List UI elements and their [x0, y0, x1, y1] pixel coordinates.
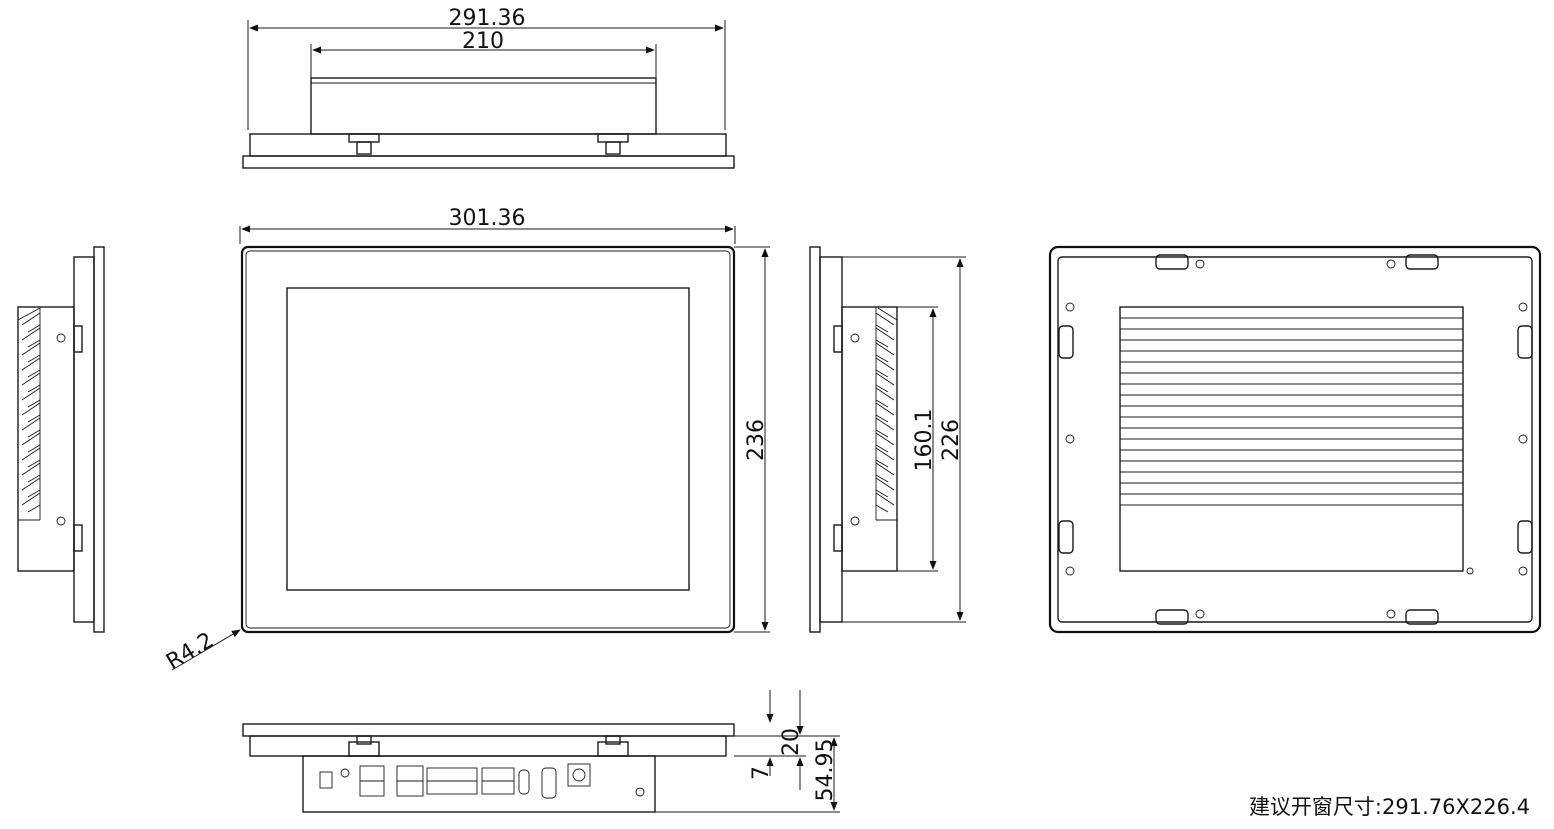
- dim-bottom-total: 54.95: [813, 739, 838, 802]
- dim-top-overall: 291.36: [449, 6, 526, 31]
- io-panel: [302, 755, 656, 813]
- bottom-view: 7 20 54.95: [242, 690, 840, 813]
- dim-front-height: 236: [744, 419, 769, 461]
- dim-top-body: 210: [462, 29, 504, 54]
- display-area: [286, 287, 690, 591]
- front-view: 301.36 236 R4.2: [162, 206, 770, 675]
- dim-heatsink-height: 160.1: [912, 409, 937, 472]
- dim-corner-radius: R4.2: [162, 628, 218, 675]
- dim-bottom-small: 7: [749, 766, 774, 780]
- right-side-view: 160.1 226: [809, 246, 966, 633]
- top-view: 291.36 210: [242, 6, 735, 169]
- back-view: [1048, 245, 1542, 634]
- left-side-view: [17, 246, 105, 633]
- dim-front-width: 301.36: [449, 206, 526, 231]
- cutout-note: 建议开窗尺寸:291.76X226.4: [1248, 795, 1530, 819]
- dim-bottom-mid: 20: [779, 728, 804, 756]
- dim-side-height: 226: [939, 419, 964, 461]
